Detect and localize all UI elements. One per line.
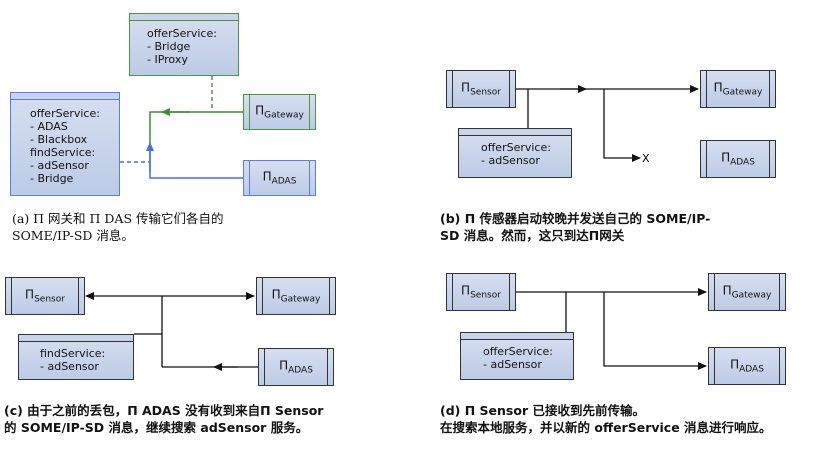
d-box-item-1: - adSensor: [483, 358, 542, 371]
b-caption-line-2: SD 消息。然而，这只到达Π网关: [440, 228, 625, 243]
b-box-title: offerService:: [481, 141, 551, 154]
b-gateway-sub: Gateway: [722, 87, 763, 98]
a-left-service-box: offerService: - ADAS - Blackbox findServ…: [10, 92, 120, 196]
a-left-line-1: offerService:: [30, 107, 100, 120]
d-gateway-node: ΠGateway: [708, 273, 786, 311]
c-gateway-node: ΠGateway: [256, 277, 336, 315]
a-offer-title: offerService:: [147, 27, 217, 40]
a-adas-sub: ADAS: [271, 176, 297, 187]
c-box-title: findService:: [40, 347, 106, 360]
b-sensor-sub: Sensor: [470, 87, 501, 98]
b-offer-service-box: offerService: - adSensor: [458, 128, 572, 178]
c-sensor-node: ΠSensor: [5, 277, 85, 315]
b-box-item-1: - adSensor: [481, 154, 540, 167]
a-left-line-6: - Bridge: [30, 172, 74, 185]
c-adas-node: ΠADAS: [258, 348, 334, 386]
a-gateway-sub: Gateway: [264, 110, 304, 121]
d-adas-sub: ADAS: [739, 364, 764, 375]
a-adas-base: Π: [262, 169, 272, 184]
b-caption: (b) Π 传感器启动较晚并发送自己的 SOME/IP- SD 消息。然而，这只…: [440, 210, 810, 244]
d-caption-line-1: (d) Π Sensor 已接收到先前传输。: [440, 403, 645, 418]
d-offer-service-box: offerService: - adSensor: [460, 332, 574, 380]
a-gateway-base: Π: [255, 103, 265, 118]
c-adas-sub: ADAS: [288, 365, 313, 376]
a-caption-line-2: SOME/IP-SD 消息。: [12, 228, 134, 243]
b-adas-sub: ADAS: [730, 157, 755, 168]
a-offer-service-box: offerService: - Bridge - IProxy: [129, 13, 239, 76]
a-gateway-node: ΠGateway: [243, 94, 316, 130]
c-caption-line-2: 的 SOME/IP-SD 消息，继续搜索 adSensor 服务。: [4, 420, 309, 435]
d-gateway-sub: Gateway: [731, 290, 772, 301]
c-adas-base: Π: [279, 358, 289, 373]
b-sensor-base: Π: [461, 80, 471, 95]
d-gateway-base: Π: [722, 283, 732, 298]
c-find-service-box: findService: - adSensor: [18, 334, 134, 380]
d-caption-line-2: 在搜索本地服务，并以新的 offerService 消息进行响应。: [440, 420, 772, 435]
a-offer-item-1: - Bridge: [147, 40, 191, 53]
d-sensor-base: Π: [461, 283, 471, 298]
d-box-title: offerService:: [483, 345, 553, 358]
c-sensor-sub: Sensor: [34, 294, 65, 305]
d-sensor-node: ΠSensor: [446, 273, 516, 311]
a-left-line-4: findService:: [30, 146, 96, 159]
b-gateway-node: ΠGateway: [700, 70, 776, 108]
a-left-line-3: - Blackbox: [30, 133, 88, 146]
a-adas-to-left-line: [146, 142, 243, 179]
a-caption: (a) Π 网关和 Π DAS 传输它们各自的 SOME/IP-SD 消息。: [12, 210, 402, 244]
b-gateway-base: Π: [713, 80, 723, 95]
d-caption: (d) Π Sensor 已接收到先前传输。 在搜索本地服务，并以新的 offe…: [440, 402, 815, 436]
a-caption-line-1: (a) Π 网关和 Π DAS 传输它们各自的: [12, 211, 224, 226]
c-sensor-base: Π: [25, 287, 35, 302]
b-lost-mark: X: [642, 152, 650, 165]
d-adas-base: Π: [730, 357, 740, 372]
a-adas-node: ΠADAS: [243, 160, 316, 196]
a-offer-item-2: - IProxy: [147, 53, 188, 66]
b-adas-base: Π: [721, 150, 731, 165]
b-adas-node: ΠADAS: [700, 140, 776, 178]
d-to-adas-arrow: [603, 292, 707, 370]
b-caption-line-1: (b) Π 传感器启动较晚并发送自己的 SOME/IP-: [440, 211, 711, 226]
c-caption-line-1: (c) 由于之前的丢包，Π ADAS 没有收到来自Π Sensor: [4, 403, 324, 418]
a-left-line-2: - ADAS: [30, 120, 68, 133]
b-sensor-node: ΠSensor: [446, 70, 516, 108]
c-gateway-sub: Gateway: [280, 294, 321, 305]
a-gateway-to-left-arrow: [149, 111, 243, 172]
d-sensor-sub: Sensor: [470, 290, 501, 301]
c-caption: (c) 由于之前的丢包，Π ADAS 没有收到来自Π Sensor 的 SOME…: [4, 402, 424, 436]
b-lost-branch: [603, 89, 641, 162]
c-gateway-base: Π: [271, 287, 281, 302]
a-left-line-5: - adSensor: [30, 159, 89, 172]
d-adas-node: ΠADAS: [708, 347, 786, 385]
c-box-item-1: - adSensor: [40, 360, 99, 373]
